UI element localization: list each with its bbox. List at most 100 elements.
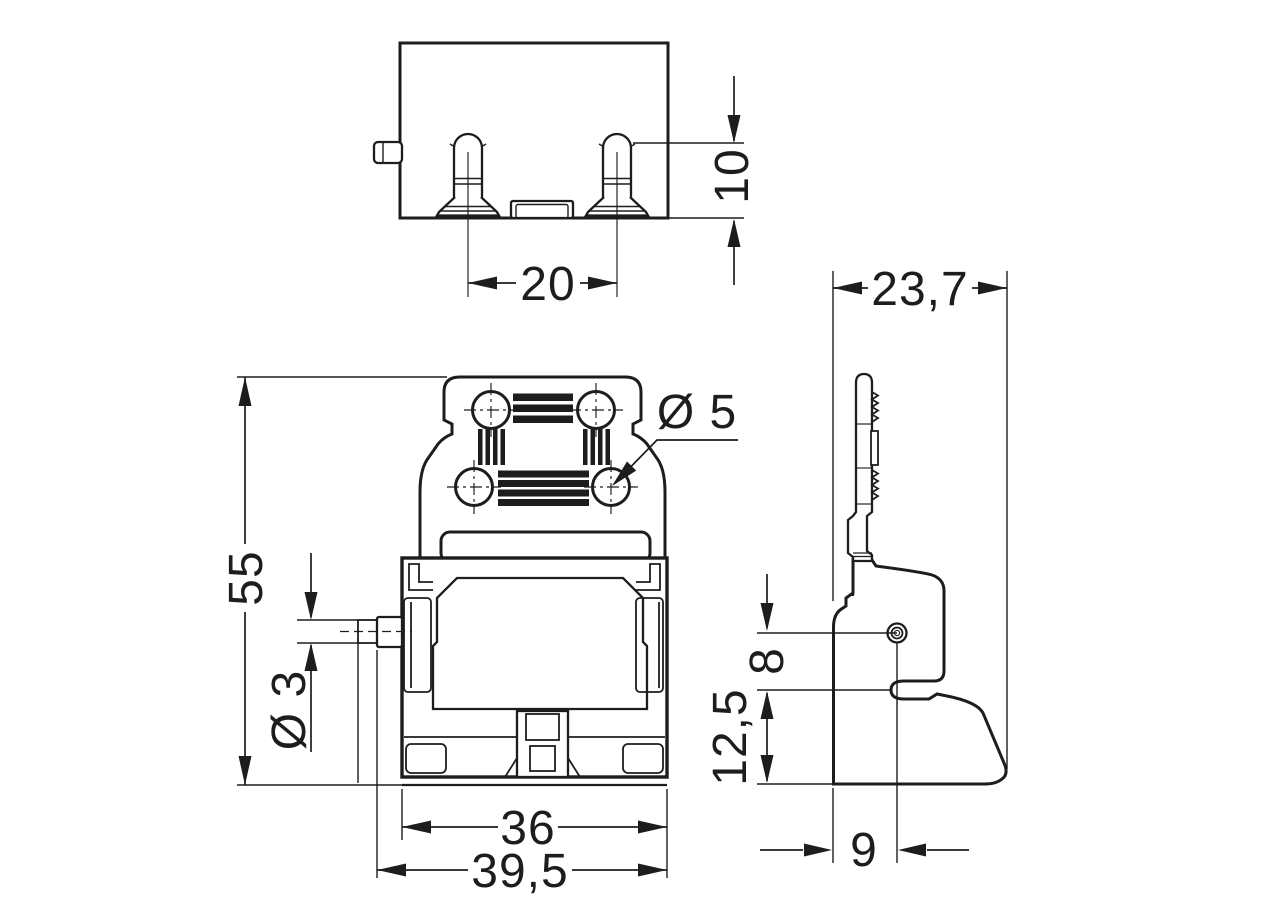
arrowhead-up	[238, 377, 252, 406]
arrowhead-left	[377, 863, 406, 877]
hatch-bar	[485, 429, 490, 465]
corner-hook-right	[636, 563, 661, 591]
stud-front	[297, 615, 412, 783]
arrowhead-down	[727, 115, 741, 143]
dimension-pin-spacing: 20	[468, 257, 617, 311]
hatch-bar	[498, 470, 589, 478]
mounting-head-outline	[418, 375, 667, 562]
arrowhead-left	[898, 843, 926, 857]
hatch-bar	[583, 429, 588, 465]
label-mask	[868, 263, 972, 313]
arrowhead-down	[760, 603, 774, 631]
dimension-total-height: 55	[220, 377, 273, 785]
label-mask	[468, 845, 572, 895]
arrowhead-down	[304, 592, 318, 620]
top-view: 20 10	[372, 41, 759, 311]
stud-cap	[372, 140, 404, 165]
blade-plate	[870, 430, 879, 466]
hole	[584, 460, 638, 514]
leader-arrowhead	[612, 461, 637, 486]
arrowhead-right	[588, 276, 617, 290]
hatch-bar	[513, 393, 573, 401]
dim-stud-diameter-label: Ø 3	[263, 670, 316, 750]
hatch-bar	[498, 499, 589, 506]
hatch-bars	[478, 393, 610, 506]
latch-outer	[509, 199, 575, 220]
center-block-window	[529, 745, 556, 772]
hatch-bar	[605, 429, 610, 465]
hole	[447, 460, 501, 514]
hole-circle	[576, 390, 616, 430]
arrowhead-right	[804, 843, 832, 857]
mounting-holes	[447, 383, 638, 514]
hatch-bar	[513, 404, 573, 412]
pin-shaft	[452, 132, 484, 197]
hole-diameter-callout: Ø 5	[612, 386, 738, 486]
dim-hole-diameter-label: Ø 5	[657, 386, 737, 439]
hatch-bar	[500, 429, 505, 465]
dimension-pin-protrusion: 10	[633, 76, 759, 285]
arrowhead-down	[760, 755, 774, 783]
blade-outline	[846, 372, 874, 596]
hole	[569, 383, 623, 437]
blade-serration	[870, 391, 880, 423]
side-clamp-left	[403, 597, 432, 693]
hatch-bar	[493, 429, 498, 465]
dim-pin-spacing-label: 20	[520, 258, 575, 311]
center-block-flare	[567, 757, 581, 778]
arrowhead-up	[760, 691, 774, 719]
arrowhead-left	[468, 276, 497, 290]
arrowhead-right	[638, 863, 667, 877]
front-view: 55 Ø 3 Ø 5 36	[220, 375, 738, 898]
dimension-depth: 23,7	[833, 263, 1007, 316]
latch-block	[509, 199, 575, 220]
foot-left	[405, 743, 447, 774]
hatch-bar	[498, 480, 589, 487]
foot-right	[622, 743, 664, 774]
arrowhead-left	[402, 820, 431, 834]
dim-stud-offset-vertical-label: 8	[741, 647, 794, 675]
side-blade	[846, 372, 880, 596]
dimension-stud-offset-vertical: 8	[741, 574, 897, 675]
hatch-bar	[478, 429, 483, 465]
dimension-base-height: 12,5	[704, 688, 891, 786]
arrowhead-up	[304, 643, 318, 671]
top-view-outline	[398, 41, 670, 220]
pin-arm	[449, 143, 456, 148]
pin-left	[435, 132, 501, 297]
hole-circle	[591, 467, 631, 507]
hatch-bar	[498, 489, 589, 497]
center-block-flare	[504, 757, 518, 778]
side-view: 23,7 8	[704, 263, 1008, 877]
arrowhead-left	[833, 281, 862, 295]
dim-depth-label: 23,7	[871, 263, 968, 316]
label-mask	[516, 257, 580, 309]
dimension-body-width: 36	[401, 789, 668, 878]
arrowhead-right	[978, 281, 1007, 295]
hole-circle	[471, 390, 511, 430]
center-block-window	[525, 713, 560, 741]
interior-details	[403, 563, 665, 779]
dimension-stud-diameter: Ø 3	[263, 553, 318, 752]
hatch-bar	[513, 415, 573, 423]
pin-arm	[480, 143, 487, 148]
side-clamp-right	[635, 597, 664, 693]
pin-right	[584, 132, 650, 297]
latch-inner	[515, 203, 569, 219]
dimension-stud-offset-horizontal: 9	[760, 643, 969, 877]
label-mask	[222, 544, 267, 612]
side-body-outline	[832, 558, 1008, 786]
pin-arm	[598, 143, 605, 148]
center-block	[515, 709, 570, 779]
inner-opening	[431, 576, 649, 711]
hole-circle	[454, 467, 494, 507]
corner-hook-left	[408, 563, 433, 591]
blade-serration	[870, 469, 880, 501]
arrowhead-up	[727, 219, 741, 247]
dim-pin-protrusion-label: 10	[706, 148, 759, 203]
label-mask	[498, 802, 558, 852]
arrowhead-down	[238, 756, 252, 785]
pin-shaft	[601, 132, 633, 197]
